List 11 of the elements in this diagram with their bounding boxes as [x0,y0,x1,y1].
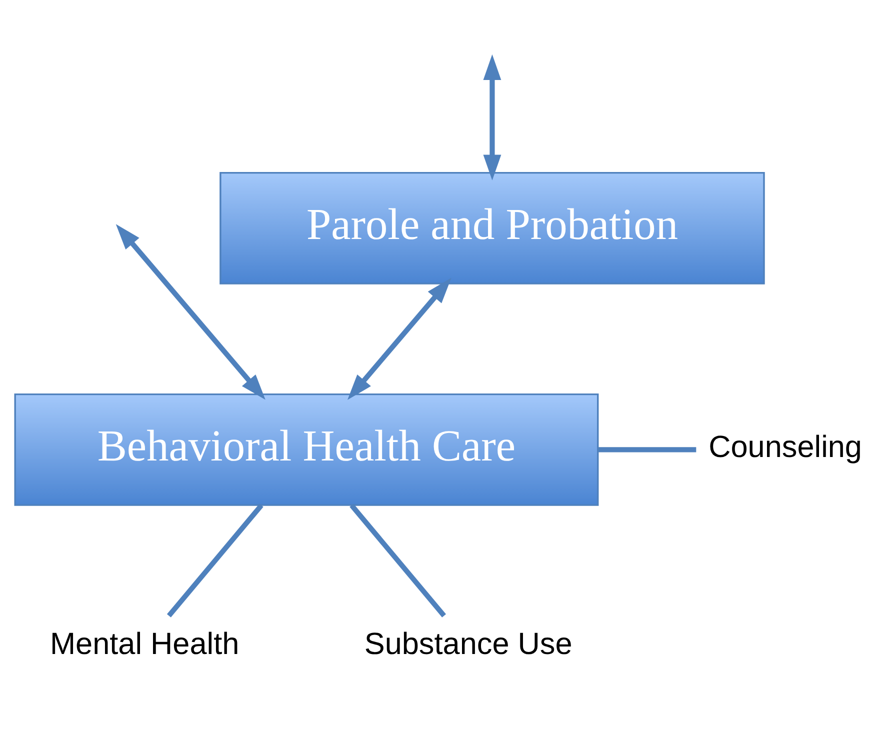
connector [598,447,696,452]
node-box: Behavioral Health Care [14,393,599,506]
node-text: Substance Use [364,627,572,662]
node-text: Mental Health [50,627,240,662]
connector [166,504,264,618]
arrow [347,278,452,400]
connector [350,504,446,618]
node-box: Parole and Probation [220,172,765,284]
node-text: Counseling [708,430,862,464]
arrow [116,224,266,400]
arrow [483,54,502,180]
